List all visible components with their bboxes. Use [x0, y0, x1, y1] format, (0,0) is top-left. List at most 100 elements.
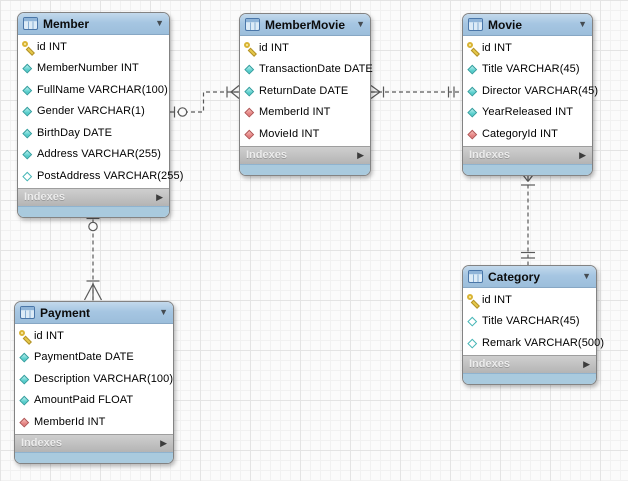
crows-foot-icon	[83, 283, 103, 301]
column-text: id INT	[482, 293, 512, 306]
column-row[interactable]: Address VARCHAR(255)	[18, 144, 169, 166]
column-list: id INT TransactionDate DATE ReturnDate DAT…	[240, 36, 373, 146]
indexes-footer[interactable]: Indexes ▶	[463, 145, 592, 164]
indexes-label: Indexes	[246, 149, 287, 161]
column-row[interactable]: Title VARCHAR(45)	[463, 311, 596, 333]
column-row[interactable]: id INT	[15, 325, 173, 347]
column-row[interactable]: TransactionDate DATE	[240, 59, 373, 81]
expand-arrow-icon[interactable]: ▶	[583, 358, 590, 369]
attribute-icon	[467, 85, 478, 96]
expand-arrow-icon[interactable]: ▶	[357, 149, 364, 160]
column-text: PaymentDate DATE	[34, 351, 134, 364]
column-text: id INT	[482, 41, 512, 54]
table-payment[interactable]: Payment ▼ id INT PaymentDate DATE Descript…	[14, 301, 174, 464]
connector-member-payment[interactable]	[83, 212, 103, 302]
connector-membermovie-movie[interactable]	[370, 85, 462, 99]
attribute-icon	[22, 63, 33, 74]
double-bar-icon	[447, 86, 455, 98]
column-row[interactable]: MemberId INT	[15, 411, 173, 433]
primary-key-icon	[467, 42, 478, 53]
table-bottom-strip	[15, 451, 173, 463]
column-row[interactable]: id INT	[463, 37, 592, 59]
foreign-key-icon	[244, 128, 255, 139]
table-icon	[23, 17, 38, 30]
indexes-footer[interactable]: Indexes ▶	[463, 354, 596, 373]
column-row[interactable]: Remark VARCHAR(500)	[463, 332, 604, 354]
table-header[interactable]: Member ▼	[18, 13, 169, 35]
table-header[interactable]: Category ▼	[463, 266, 596, 288]
table-icon	[245, 18, 260, 31]
table-header[interactable]: Movie ▼	[463, 14, 592, 36]
indexes-footer[interactable]: Indexes ▶	[240, 145, 370, 164]
column-row[interactable]: PaymentDate DATE	[15, 347, 173, 369]
column-row[interactable]: Gender VARCHAR(1)	[18, 101, 169, 123]
column-text: Director VARCHAR(45)	[482, 84, 599, 97]
expand-arrow-icon[interactable]: ▶	[579, 149, 586, 160]
column-row[interactable]: MemberId INT	[240, 102, 370, 124]
collapse-arrow-icon[interactable]: ▼	[159, 307, 168, 317]
column-text: ReturnDate DATE	[259, 84, 349, 97]
column-row[interactable]: BirthDay DATE	[18, 122, 169, 144]
table-header[interactable]: Payment ▼	[15, 302, 173, 324]
column-row[interactable]: Title VARCHAR(45)	[463, 59, 592, 81]
connector-member-membermovie[interactable]	[170, 85, 240, 118]
column-row[interactable]: YearReleased INT	[463, 102, 592, 124]
column-text: Gender VARCHAR(1)	[37, 105, 145, 118]
table-bottom-strip	[463, 163, 592, 175]
indexes-footer[interactable]: Indexes ▶	[18, 187, 169, 206]
collapse-arrow-icon[interactable]: ▼	[356, 19, 365, 29]
table-header[interactable]: MemberMovie ▼	[240, 14, 370, 36]
column-row[interactable]: Description VARCHAR(100)	[15, 368, 173, 390]
column-text: YearReleased INT	[482, 106, 574, 119]
table-icon	[20, 306, 35, 319]
expand-arrow-icon[interactable]: ▶	[156, 191, 163, 202]
table-icon	[468, 18, 483, 31]
column-row[interactable]: Director VARCHAR(45)	[463, 80, 598, 102]
column-text: id INT	[259, 41, 289, 54]
collapse-arrow-icon[interactable]: ▼	[155, 18, 164, 28]
column-list: id INT PaymentDate DATE Description VARCHA…	[15, 324, 173, 434]
column-row[interactable]: CategoryId INT	[463, 123, 592, 145]
attribute-icon	[19, 373, 30, 384]
column-row[interactable]: id INT	[463, 289, 596, 311]
attribute-icon	[244, 85, 255, 96]
column-row[interactable]: FullName VARCHAR(100)	[18, 79, 169, 101]
column-text: MemberId INT	[259, 106, 331, 119]
column-row[interactable]: MovieId INT	[240, 123, 370, 145]
table-membermovie[interactable]: MemberMovie ▼ id INT TransactionDate DATE…	[239, 13, 373, 176]
column-row[interactable]: ReturnDate DATE	[240, 80, 370, 102]
column-text: AmountPaid FLOAT	[34, 394, 134, 407]
crows-foot-icon	[230, 85, 240, 99]
ring-notation-icon	[177, 107, 188, 117]
column-text: Remark VARCHAR(500)	[482, 336, 605, 349]
column-row[interactable]: MemberNumber INT	[18, 58, 169, 80]
table-member[interactable]: Member ▼ id INT MemberNumber INT FullName …	[17, 12, 183, 218]
collapse-arrow-icon[interactable]: ▼	[578, 19, 587, 29]
collapse-arrow-icon[interactable]: ▼	[582, 271, 591, 281]
attribute-icon	[244, 64, 255, 75]
column-row[interactable]: PostAddress VARCHAR(255)	[18, 165, 183, 187]
primary-key-icon	[467, 294, 478, 305]
column-row[interactable]: id INT	[240, 37, 370, 59]
column-text: MemberNumber INT	[37, 62, 139, 75]
expand-arrow-icon[interactable]: ▶	[160, 437, 167, 448]
column-text: Title VARCHAR(45)	[482, 315, 580, 328]
column-row[interactable]: id INT	[18, 36, 169, 58]
connector-movie-category[interactable]	[519, 170, 537, 266]
indexes-label: Indexes	[469, 358, 510, 370]
table-title: Movie	[488, 17, 523, 32]
column-row[interactable]: AmountPaid FLOAT	[15, 390, 173, 412]
attribute-nullable-icon	[22, 170, 33, 181]
attribute-nullable-icon	[467, 337, 478, 348]
foreign-key-icon	[19, 416, 30, 427]
indexes-footer[interactable]: Indexes ▶	[15, 433, 173, 452]
table-movie[interactable]: Movie ▼ id INT Title VARCHAR(45) Director …	[462, 13, 598, 176]
column-text: FullName VARCHAR(100)	[37, 83, 168, 96]
column-text: TransactionDate DATE	[259, 63, 373, 76]
attribute-icon	[19, 395, 30, 406]
table-title: Category	[488, 269, 541, 284]
table-category[interactable]: Category ▼ id INT Title VARCHAR(45) Remark…	[462, 265, 604, 385]
column-text: MovieId INT	[259, 127, 320, 140]
